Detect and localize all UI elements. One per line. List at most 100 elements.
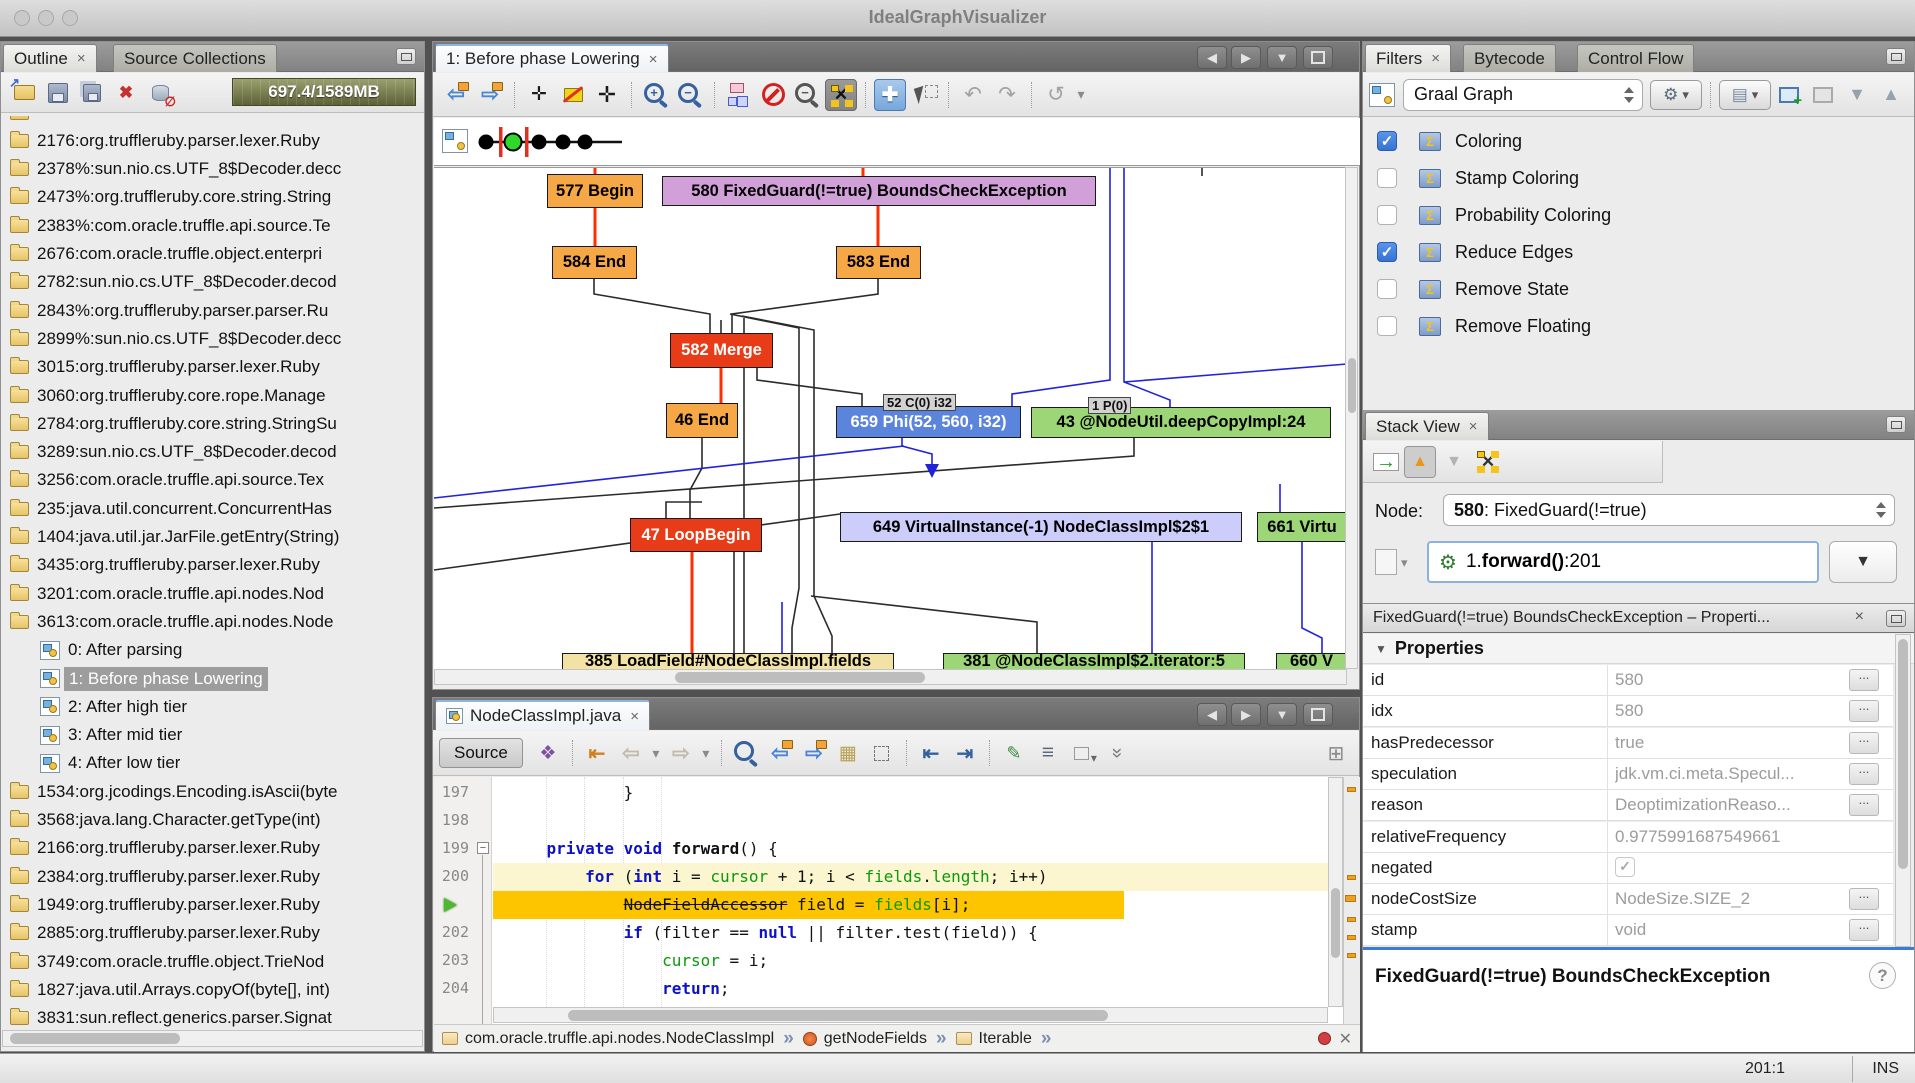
outline-folder-item[interactable]: 1949:org.truffleruby.parser.lexer.Ruby <box>2 890 423 919</box>
pan-mode-icon[interactable] <box>874 79 906 111</box>
filter-item[interactable]: Coloring <box>1363 124 1914 158</box>
outline-graph-item[interactable]: 0: After parsing <box>2 636 423 665</box>
outline-folder-item[interactable]: 2384:org.truffleruby.parser.lexer.Ruby <box>2 862 423 891</box>
graph-node[interactable]: 43 @NodeUtil.deepCopyImpl:24 <box>1031 407 1331 438</box>
cut-edges-icon[interactable] <box>557 79 589 111</box>
tab-list-button[interactable] <box>1267 703 1297 726</box>
graph-node[interactable]: 577 Begin <box>547 174 643 208</box>
disabled-window-icon[interactable] <box>1807 79 1839 111</box>
back-icon[interactable] <box>615 737 647 769</box>
ellipsis-button[interactable] <box>1849 669 1879 691</box>
find-next-icon[interactable] <box>798 737 830 769</box>
settings-icon[interactable] <box>1066 737 1098 769</box>
select-mode-icon[interactable] <box>908 79 940 111</box>
property-row[interactable]: reasonDeoptimizationReaso... <box>1363 790 1893 821</box>
outline-folder-item[interactable]: 2885:org.truffleruby.parser.lexer.Ruby <box>2 919 423 948</box>
outline-folder-item[interactable]: 3613:com.oracle.truffle.api.nodes.Node <box>2 607 423 636</box>
manage-filters-icon[interactable] <box>1650 80 1702 110</box>
outline-folder-item[interactable]: 2782:sun.nio.cs.UTF_8$Decoder.decod <box>2 268 423 297</box>
tab-list-button[interactable] <box>1267 46 1297 69</box>
tab-graph[interactable]: 1: Before phase Lowering× <box>435 44 669 72</box>
outline-folder-item[interactable]: 3060:org.truffleruby.core.rope.Manage <box>2 381 423 410</box>
close-icon[interactable]: × <box>1469 418 1478 435</box>
next-diff-icon[interactable] <box>474 79 506 111</box>
chevron-down-icon[interactable] <box>699 737 713 769</box>
graph-node[interactable]: 381 @NodeClassImpl$2.iterator:5 <box>943 653 1245 669</box>
filter-item[interactable]: Probability Coloring <box>1363 198 1914 232</box>
collapse-panel-icon[interactable] <box>1886 416 1906 433</box>
filter-checkbox[interactable] <box>1377 168 1397 188</box>
close-icon[interactable]: × <box>1855 608 1864 626</box>
nav-right-button[interactable] <box>1231 703 1261 726</box>
property-row[interactable]: hasPredecessortrue <box>1363 728 1893 759</box>
graph-node[interactable]: 584 End <box>552 246 637 279</box>
select-rect-icon[interactable] <box>866 737 898 769</box>
filter-checkbox[interactable] <box>1377 205 1397 225</box>
breadcrumb-item[interactable]: getNodeFields <box>803 1030 927 1048</box>
fold-collapse-icon[interactable]: − <box>477 842 489 854</box>
save-all-icon[interactable] <box>76 77 108 109</box>
outline-folder-item[interactable]: 2378%:sun.nio.cs.UTF_8$Decoder.decc <box>2 155 423 184</box>
editor-hscrollbar[interactable] <box>493 1007 1328 1023</box>
toggle-highlight-icon[interactable] <box>832 737 864 769</box>
tab-filters[interactable]: Filters× <box>1365 44 1451 72</box>
property-checkbox[interactable] <box>1615 857 1635 877</box>
save-icon[interactable] <box>42 77 74 109</box>
graph-node[interactable]: 385 LoadField#NodeClassImpl.fields <box>562 653 894 669</box>
filter-checkbox[interactable] <box>1377 131 1397 151</box>
collapse-panel-icon[interactable] <box>1886 48 1906 65</box>
move-up-icon[interactable] <box>1875 79 1907 111</box>
node-selector[interactable]: 580: FixedGuard(!=true) <box>1443 494 1895 526</box>
zoom-out-icon[interactable] <box>674 79 706 111</box>
outline-folder-item[interactable]: 1827:java.util.Arrays.copyOf(byte[], int… <box>2 975 423 1004</box>
find-prev-icon[interactable] <box>764 737 796 769</box>
outline-folder-item[interactable]: 3435:org.truffleruby.parser.lexer.Ruby <box>2 551 423 580</box>
filter-item[interactable]: Stamp Coloring <box>1363 161 1914 195</box>
diff-icon[interactable] <box>532 737 564 769</box>
graph-node[interactable]: 649 VirtualInstance(-1) NodeClassImpl$2$… <box>840 512 1242 542</box>
filter-checkbox[interactable] <box>1377 316 1397 336</box>
ellipsis-button[interactable] <box>1849 888 1879 910</box>
filter-item[interactable]: Remove State <box>1363 272 1914 306</box>
help-icon[interactable] <box>1869 962 1896 989</box>
stack-frame-field[interactable]: ⚙ 1.forward():201 <box>1427 541 1819 583</box>
save-filter-icon[interactable] <box>1719 80 1771 110</box>
find-icon[interactable] <box>730 737 762 769</box>
outline-folder-item[interactable]: 1534:org.jcodings.Encoding.isAscii(byte <box>2 777 423 806</box>
ellipsis-button[interactable] <box>1849 700 1879 722</box>
expand-diff-icon[interactable] <box>591 79 623 111</box>
hierarchy-icon[interactable] <box>723 79 755 111</box>
frame-dropdown-button[interactable]: ▼ <box>1829 541 1897 583</box>
outline-folder-item[interactable]: 2166:org.truffleruby.parser.lexer.Ruby <box>2 834 423 863</box>
outline-graph-item[interactable]: 1: Before phase Lowering <box>2 664 423 693</box>
zoom-selection-icon[interactable] <box>791 79 823 111</box>
outline-folder-item[interactable]: 2784:org.truffleruby.core.string.StringS… <box>2 409 423 438</box>
properties-vscrollbar[interactable] <box>1895 634 1911 947</box>
tab-control-flow[interactable]: Control Flow <box>1577 44 1694 72</box>
push-up-icon[interactable] <box>1404 446 1436 478</box>
sort-icon[interactable] <box>1032 737 1064 769</box>
frame-icon[interactable] <box>1375 549 1397 575</box>
breadcrumb-item[interactable]: Iterable <box>956 1030 1032 1048</box>
goto-source-icon[interactable] <box>1370 446 1402 478</box>
outline-hscrollbar[interactable] <box>2 1030 423 1047</box>
fit-selection-icon[interactable] <box>825 79 857 111</box>
ellipsis-button[interactable] <box>1849 794 1879 816</box>
ellipsis-button[interactable] <box>1849 919 1879 941</box>
ellipsis-button[interactable] <box>1849 732 1879 754</box>
close-icon[interactable]: × <box>1431 50 1440 67</box>
outline-folder-item[interactable]: 2383%:com.oracle.truffle.api.source.Te <box>2 211 423 240</box>
prev-diff-icon[interactable] <box>440 79 472 111</box>
graph-canvas[interactable]: 577 Begin580 FixedGuard(!=true) BoundsCh… <box>434 167 1347 669</box>
graph-node[interactable]: 583 End <box>836 246 921 279</box>
expand-nodes-icon[interactable] <box>1472 446 1504 478</box>
chevrons-icon[interactable] <box>1100 737 1132 769</box>
property-row[interactable]: stampvoid <box>1363 915 1893 946</box>
nav-left-button[interactable] <box>1197 703 1227 726</box>
outline-folder-item[interactable]: 1404:java.util.jar.JarFile.getEntry(Stri… <box>2 523 423 552</box>
source-view-button[interactable]: Source <box>439 738 523 768</box>
push-down-icon[interactable] <box>1438 446 1470 478</box>
timeline-dots[interactable] <box>472 118 692 166</box>
error-stripe[interactable] <box>1343 777 1360 1024</box>
outline-folder-item[interactable]: 3568:java.lang.Character.getType(int) <box>2 806 423 835</box>
